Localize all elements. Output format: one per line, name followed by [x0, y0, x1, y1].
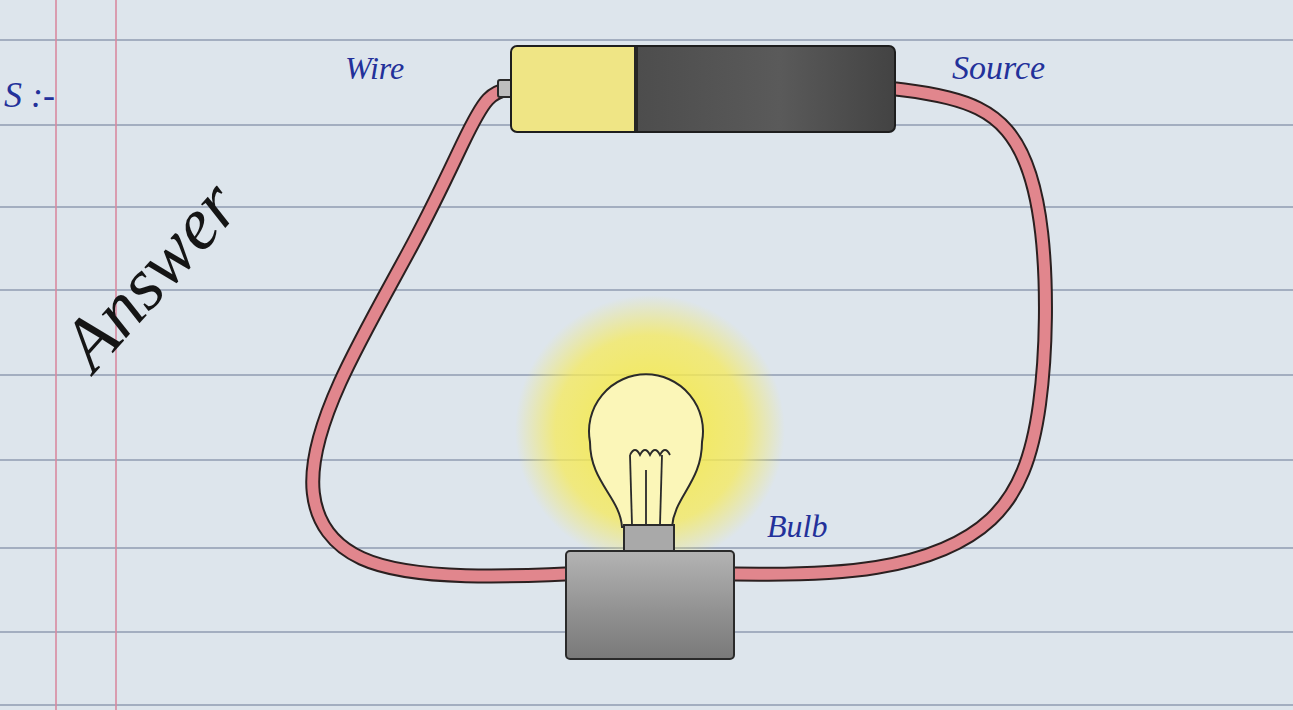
bulb-label: Bulb	[767, 508, 827, 545]
margin-line	[55, 0, 57, 710]
wire-label: Wire	[345, 50, 404, 87]
answer-heading: Answer	[44, 164, 256, 386]
ruled-line	[0, 39, 1293, 40]
bulb-holder: Bulb	[565, 550, 735, 660]
filament	[630, 450, 670, 525]
wire-outline	[313, 89, 565, 576]
ruled-line	[0, 704, 1293, 705]
bulb-glass	[589, 374, 703, 527]
wire-insulation	[735, 89, 1045, 574]
connecting-wire	[735, 89, 1045, 574]
bulb-glow	[515, 295, 785, 565]
wire-outline	[735, 89, 1045, 574]
wire-insulation	[313, 89, 565, 576]
bulb-neck	[624, 525, 674, 552]
source-label: Source	[952, 49, 1045, 87]
battery-cell: Source	[510, 45, 896, 133]
question-marker: S :-	[4, 74, 55, 116]
connecting-wire	[313, 89, 565, 576]
